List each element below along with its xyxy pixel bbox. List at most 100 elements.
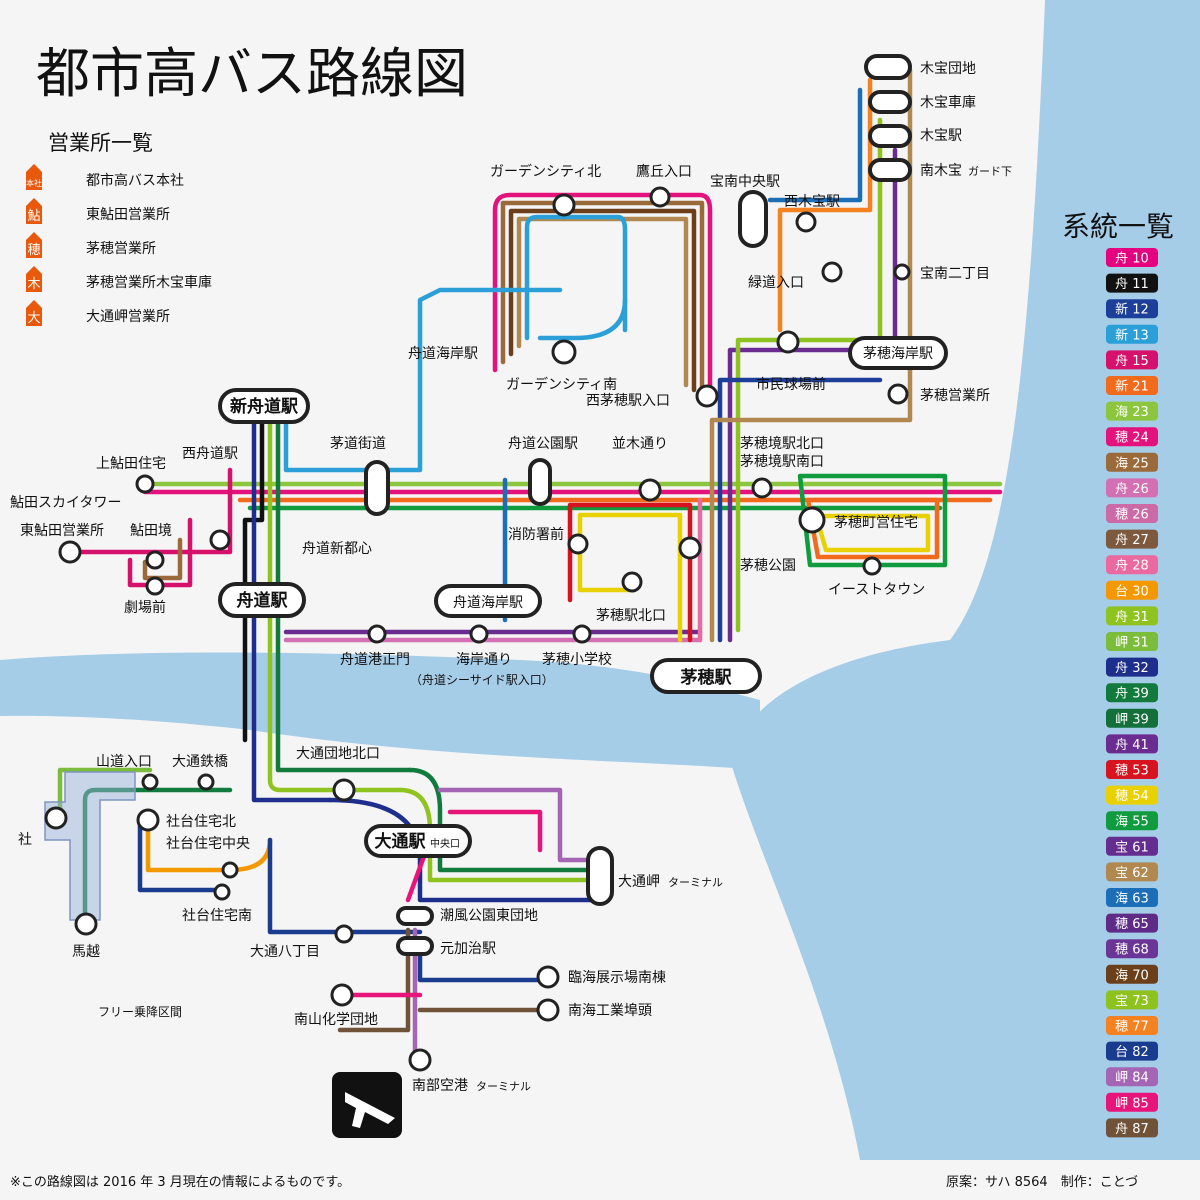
route-badge: 穂 54 (1106, 785, 1158, 805)
svg-text:山道入口: 山道入口 (96, 754, 152, 770)
stop-ayuta-tower[interactable] (58, 540, 82, 564)
station-kayaho-kaigan[interactable]: 茅穂海岸駅 (848, 336, 948, 370)
svg-text:西舟道駅: 西舟道駅 (182, 446, 238, 462)
route-badge: 穂 24 (1106, 427, 1158, 447)
svg-text:舟 27: 舟 27 (1115, 533, 1149, 548)
svg-text:海 23: 海 23 (1115, 405, 1149, 420)
stop-sha[interactable] (44, 806, 68, 830)
office-mark: 穂 (27, 243, 40, 258)
stop-nishi-kidakara[interactable] (795, 211, 817, 233)
route-badge: 舟 15 (1106, 350, 1158, 370)
stop-kayaho-kitaguchi[interactable] (621, 571, 643, 593)
svg-text:穂 24: 穂 24 (1115, 431, 1149, 446)
stop-ayutazakai[interactable] (145, 550, 165, 570)
stop-shadai-s[interactable] (213, 883, 231, 901)
stop-easttown[interactable] (862, 556, 882, 576)
svg-text:穂 26: 穂 26 (1115, 508, 1149, 523)
station-otori[interactable]: 大通駅 中央口 (364, 824, 472, 858)
stop-nanbu[interactable] (408, 1048, 432, 1072)
stop-kyokai[interactable] (751, 477, 773, 499)
office-item: 穂茅穂営業所 (26, 232, 156, 258)
svg-text:岬 39: 岬 39 (1115, 712, 1149, 727)
svg-text:宝 62: 宝 62 (1115, 866, 1149, 881)
stop-garden-kita[interactable] (552, 193, 576, 217)
route-badge: 舟 39 (1106, 683, 1158, 703)
svg-text:茅穂町営住宅: 茅穂町営住宅 (834, 515, 918, 531)
stop-umakoshi[interactable] (74, 912, 98, 936)
free-boarding-zone (44, 771, 136, 921)
stop-otori-tekkyo[interactable] (197, 773, 215, 791)
svg-text:ガーデンシティ北: ガーデンシティ北 (490, 163, 601, 180)
sea (0, 0, 1200, 1160)
station-kidakara-eki[interactable] (868, 124, 912, 148)
stop-namiki[interactable] (638, 478, 662, 502)
stop-takaoka[interactable] (649, 186, 671, 208)
stop-shobosho[interactable] (567, 533, 589, 555)
stop-minamiyama[interactable] (330, 983, 354, 1007)
svg-text:フリー乗降区間: フリー乗降区間 (98, 1005, 182, 1019)
stop-funado-minato[interactable] (367, 624, 387, 644)
route-badge: 岬 85 (1106, 1092, 1158, 1112)
stop-shadai-c[interactable] (221, 861, 239, 879)
route-badge: 穂 53 (1106, 760, 1158, 779)
svg-text:ガード下: ガード下 (968, 165, 1012, 178)
svg-text:大通岬: 大通岬 (618, 874, 660, 890)
station-kayamichi[interactable] (364, 460, 390, 516)
stop-kami-ayuta[interactable] (135, 474, 155, 494)
svg-text:ターミナル: ターミナル (668, 876, 723, 889)
station-funado-koen[interactable] (528, 458, 552, 506)
station-shiokaze[interactable] (396, 906, 434, 926)
station-kayaho[interactable]: 茅穂駅 (650, 658, 762, 694)
stop-takaramin-2[interactable] (893, 263, 911, 281)
route-badge: 舟 31 (1106, 606, 1158, 626)
stop-shadai-n[interactable] (136, 808, 160, 832)
station-funado-kaigan[interactable]: 舟道海岸駅 (434, 584, 542, 618)
svg-text:宝南中央駅: 宝南中央駅 (710, 174, 780, 190)
stop-choei[interactable] (798, 506, 826, 534)
station-kidakara-danchi[interactable] (864, 54, 912, 80)
svg-text:海 25: 海 25 (1115, 456, 1149, 471)
stop-otori-8[interactable] (334, 924, 354, 944)
svg-text:社台住宅中央: 社台住宅中央 (166, 836, 250, 852)
stop-gekijo[interactable] (145, 576, 165, 596)
office-name: 大通岬営業所 (86, 309, 170, 325)
svg-text:舟 31: 舟 31 (1115, 610, 1149, 625)
route-badge: 海 25 (1106, 452, 1158, 472)
svg-text:岬 85: 岬 85 (1115, 1096, 1149, 1111)
stop-garden-minami[interactable] (551, 339, 577, 365)
station-takaramin-chuo[interactable] (738, 190, 768, 248)
svg-text:穂 54: 穂 54 (1115, 789, 1149, 804)
stop-kayaho-koen[interactable] (678, 536, 702, 560)
station-motokaji[interactable] (396, 936, 434, 956)
stop-rinkai[interactable] (536, 965, 560, 989)
stop-nishi-funado[interactable] (209, 529, 231, 551)
route-badge: 台 30 (1106, 580, 1158, 600)
station-kidakara-shako[interactable] (868, 90, 912, 114)
svg-text:消防署前: 消防署前 (508, 526, 564, 543)
stop-sando[interactable] (141, 773, 159, 791)
svg-text:舟 32: 舟 32 (1115, 661, 1149, 676)
stop-kayaho-eigyosho[interactable] (887, 383, 909, 405)
route-lines (57, 67, 1003, 1058)
station-minami-kidakara[interactable] (868, 158, 912, 182)
office-list: 本社都市高バス本社鮎東鮎田営業所穂茅穂営業所木茅穂営業所木宝車庫大大通岬営業所 (26, 164, 212, 326)
station-otorimisaki[interactable] (586, 846, 614, 906)
route-badge: 宝 61 (1106, 836, 1158, 856)
svg-text:潮風公園東団地: 潮風公園東団地 (440, 908, 538, 924)
route-badge: 穂 77 (1106, 1016, 1158, 1035)
svg-text:茅穂駅: 茅穂駅 (681, 667, 733, 688)
svg-text:宝 61: 宝 61 (1115, 840, 1149, 855)
svg-text:並木通り: 並木通り (612, 436, 668, 452)
svg-text:市民球場前: 市民球場前 (756, 376, 826, 393)
stop-midorimichi[interactable] (821, 261, 843, 283)
station-funado[interactable]: 舟道駅 (218, 582, 306, 618)
stop-otori-danchi-n[interactable] (332, 778, 356, 802)
stop-nankai[interactable] (536, 998, 560, 1022)
svg-text:社: 社 (18, 832, 32, 848)
stop-kayaho-shogakko[interactable] (572, 624, 592, 644)
airplane-icon (332, 1072, 402, 1138)
stop-nishi-kayaho[interactable] (695, 384, 719, 408)
stop-kaigan-dori[interactable] (469, 624, 489, 644)
stop-shimin-kyujo[interactable] (776, 330, 800, 354)
station-shinfunado[interactable]: 新舟道駅 (218, 388, 310, 424)
